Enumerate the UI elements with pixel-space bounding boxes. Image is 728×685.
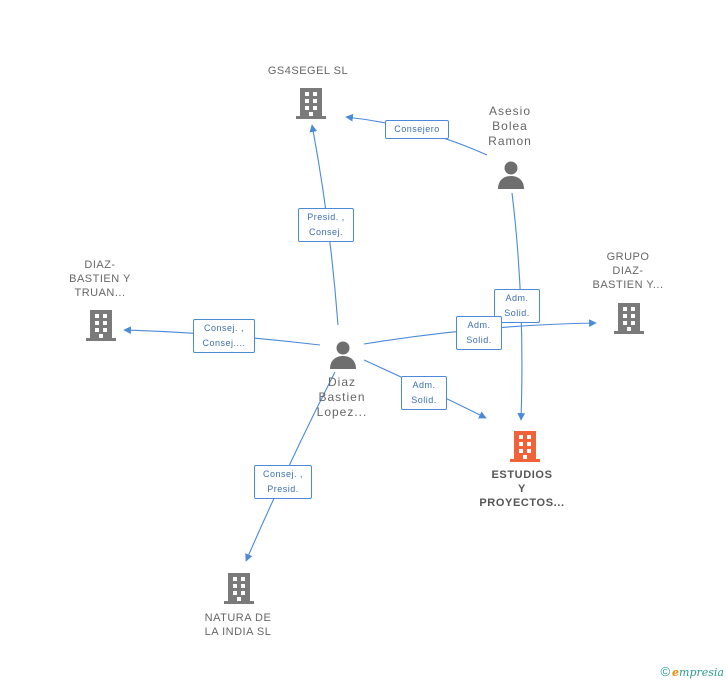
edge-label-presid-consej: Presid. , Consej. (298, 208, 354, 242)
building-icon-diaz-truan (86, 310, 116, 341)
building-icon-estudios (510, 431, 540, 462)
building-icon-grupo (614, 303, 644, 334)
edge-label-adm-solid-2: Adm. Solid. (456, 316, 502, 350)
building-icon-gs4segel (296, 88, 326, 119)
copyright-icon: © (660, 664, 671, 679)
person-icon-asesio (498, 161, 524, 189)
empresia-logo[interactable]: ©empresia (660, 664, 724, 679)
node-label-grupo[interactable]: GRUPO DIAZ- BASTIEN Y... (592, 251, 664, 291)
edge-label-consejero: Consejero (385, 120, 449, 139)
person-icon-diaz (330, 341, 356, 369)
node-label-gs4segel[interactable]: GS4SEGEL SL (267, 65, 349, 77)
node-label-estudios[interactable]: ESTUDIOS Y PROYECTOS... (479, 469, 565, 509)
node-label-diaz-person[interactable]: Diaz Bastien Lopez... (316, 375, 368, 419)
node-label-asesio[interactable]: Asesio Bolea Ramon (488, 104, 532, 148)
edge-label-adm-solid-3: Adm. Solid. (401, 376, 447, 410)
building-icon-natura (224, 573, 254, 604)
edge-label-consej-consej: Consej. , Consej.... (193, 319, 255, 353)
node-label-diaz-truan[interactable]: DIAZ- BASTIEN Y TRUAN... (69, 259, 131, 299)
edge-label-consej-presid: Consej. , Presid. (254, 465, 312, 499)
edge-diaz-natura (245, 371, 336, 562)
node-label-natura[interactable]: NATURA DE LA INDIA SL (204, 612, 272, 638)
